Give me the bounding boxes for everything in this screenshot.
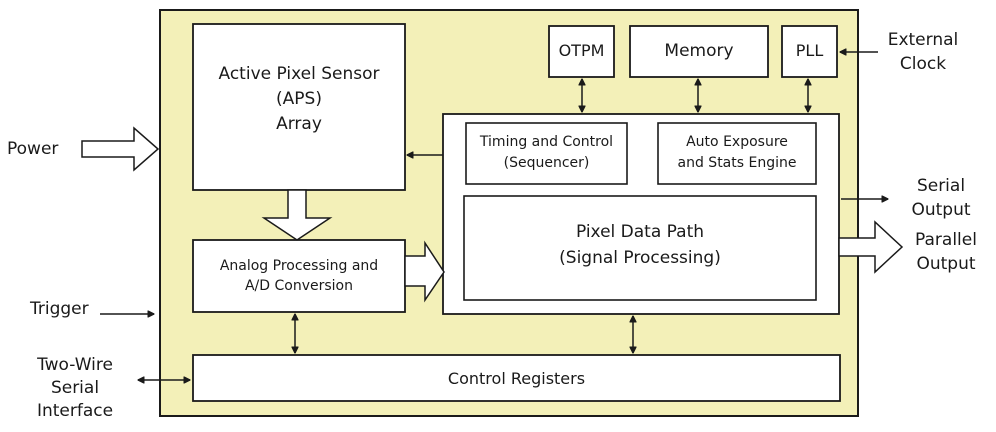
memory-label: Memory [664,41,734,61]
auto-exposure-label: Auto Exposure and Stats Engine [677,134,797,171]
pll-box [781,25,838,78]
otpm-box [548,25,615,78]
auto-exposure-box [657,122,817,185]
aps-array-label: Active Pixel Sensor (APS) Array [218,64,380,134]
serial-output-label: Serial Output [911,176,971,220]
memory-box [629,25,769,78]
aps-to-analog-arrow [261,189,333,241]
control-registers-box [192,354,841,402]
power-label: Power [7,139,59,159]
external-clock-label: External Clock [887,30,959,74]
analog-to-pixel-path-arrow [404,240,445,303]
aps-array-box [192,23,406,191]
pixel-data-path-label: Pixel Data Path (Signal Processing) [559,222,721,268]
pixel-data-path-box [463,195,817,301]
parallel-output-label: Parallel Output [915,230,977,274]
trigger-label: Trigger [30,299,89,319]
timing-control-box [465,122,628,185]
power-arrow [81,126,160,172]
parallel-output-arrow [838,220,904,274]
analog-processing-label: Analog Processing and A/D Conversion [219,258,379,294]
pll-label: PLL [795,41,824,60]
otpm-label: OTPM [558,41,605,60]
analog-processing-box [192,239,406,313]
control-registers-label: Control Registers [447,369,586,388]
timing-control-label: Timing and Control (Sequencer) [479,134,614,171]
two-wire-interface-label: Two-Wire Serial Interface [36,355,114,421]
